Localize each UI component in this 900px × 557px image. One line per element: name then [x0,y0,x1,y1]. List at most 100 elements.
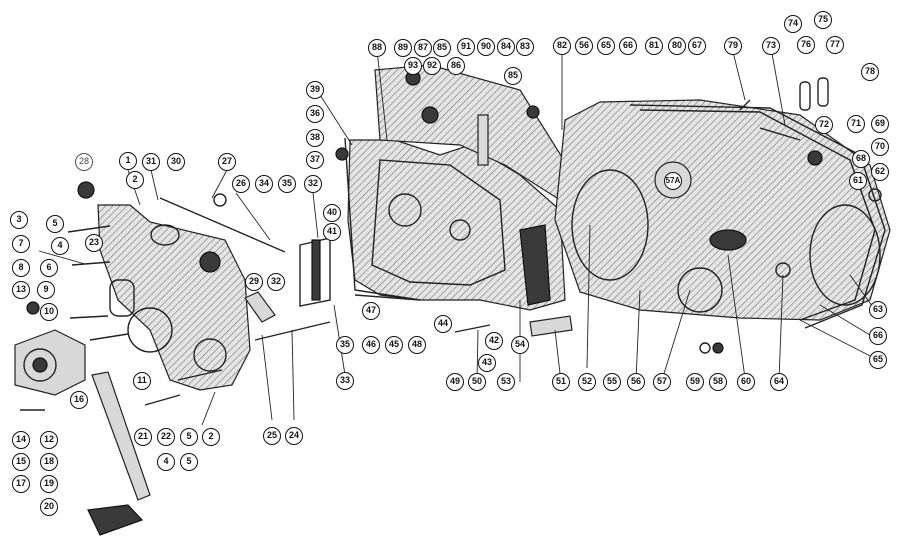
callout-13: 13 [12,281,30,299]
callout-66-b: 66 [869,327,887,345]
callout-64: 64 [770,373,788,391]
callout-61: 61 [849,172,867,190]
callout-38: 38 [306,129,324,147]
callout-5-b: 5 [180,453,198,471]
callout-82: 82 [553,37,571,55]
callout-74: 74 [784,15,802,33]
shaft-and-rod [159,193,331,341]
small-parts-center [335,105,573,337]
callout-92: 92 [423,57,441,75]
callout-11: 11 [133,372,151,390]
callout-22: 22 [157,428,175,446]
callout-88: 88 [368,39,386,57]
callout-2-b: 2 [202,428,220,446]
small-parts-right [699,77,882,354]
callout-75: 75 [814,11,832,29]
kickstart-lever [20,371,151,536]
callout-71: 71 [847,115,865,133]
callout-87: 87 [414,39,432,57]
callout-18: 18 [40,453,58,471]
callout-66: 66 [619,37,637,55]
callout-35: 35 [278,175,296,193]
callout-65: 65 [597,37,615,55]
callout-20: 20 [40,498,58,516]
callout-81: 81 [645,37,663,55]
callout-24: 24 [285,427,303,445]
callout-54: 54 [511,336,529,354]
callout-10: 10 [40,303,58,321]
callout-73: 73 [762,37,780,55]
callout-79: 79 [724,37,742,55]
callout-49: 49 [446,373,464,391]
callout-5: 5 [46,215,64,233]
callout-58: 58 [709,373,727,391]
callout-85-b: 85 [504,67,522,85]
callout-62: 62 [871,163,889,181]
callout-50: 50 [468,373,486,391]
callout-34: 34 [255,175,273,193]
leader-lines [38,47,879,426]
callout-69: 69 [871,115,889,133]
callout-19: 19 [40,475,58,493]
callout-30: 30 [167,153,185,171]
callout-4-b: 4 [157,453,175,471]
callout-33: 33 [336,372,354,390]
callout-63: 63 [869,301,887,319]
callout-41: 41 [323,223,341,241]
callout-42: 42 [485,332,503,350]
callout-91: 91 [457,38,475,56]
callout-56: 56 [575,37,593,55]
callout-40: 40 [323,204,341,222]
callout-55: 55 [603,373,621,391]
callout-89: 89 [394,39,412,57]
callout-43: 43 [478,354,496,372]
callout-15: 15 [12,453,30,471]
callout-46: 46 [362,336,380,354]
callout-84: 84 [497,38,515,56]
front-gear-housing [97,204,251,391]
callout-78: 78 [861,63,879,81]
callout-4: 4 [51,237,69,255]
gasket-plate [299,237,331,307]
callout-25: 25 [263,427,281,445]
callout-85: 85 [433,39,451,57]
callout-21: 21 [134,428,152,446]
callout-28: 28 [75,153,93,171]
callout-59: 59 [686,373,704,391]
callout-57a: 57A [664,172,682,190]
callout-36: 36 [306,105,324,123]
callout-23: 23 [85,234,103,252]
crankcase-half [347,139,566,311]
callout-90: 90 [477,38,495,56]
callout-56-b: 56 [627,373,645,391]
callout-29: 29 [245,273,263,291]
callout-52: 52 [578,373,596,391]
callout-86: 86 [447,57,465,75]
callout-67: 67 [688,37,706,55]
callout-60: 60 [737,373,755,391]
callout-5-c: 5 [180,428,198,446]
callout-2: 2 [126,171,144,189]
callout-7: 7 [12,235,30,253]
callout-8: 8 [12,259,30,277]
callout-93: 93 [404,57,422,75]
callout-76: 76 [797,36,815,54]
callout-44: 44 [434,315,452,333]
callout-12: 12 [40,431,58,449]
callout-68: 68 [852,150,870,168]
callout-31: 31 [142,153,160,171]
cover-gasket-rings [629,104,886,329]
outer-cover [554,99,891,321]
pump-body [14,329,86,396]
callout-9: 9 [37,281,55,299]
callout-83: 83 [516,38,534,56]
callout-47: 47 [362,302,380,320]
callout-37: 37 [306,151,324,169]
callout-51: 51 [552,373,570,391]
callout-17: 17 [12,475,30,493]
callout-26: 26 [232,175,250,193]
callout-39: 39 [306,81,324,99]
callout-80: 80 [668,37,686,55]
